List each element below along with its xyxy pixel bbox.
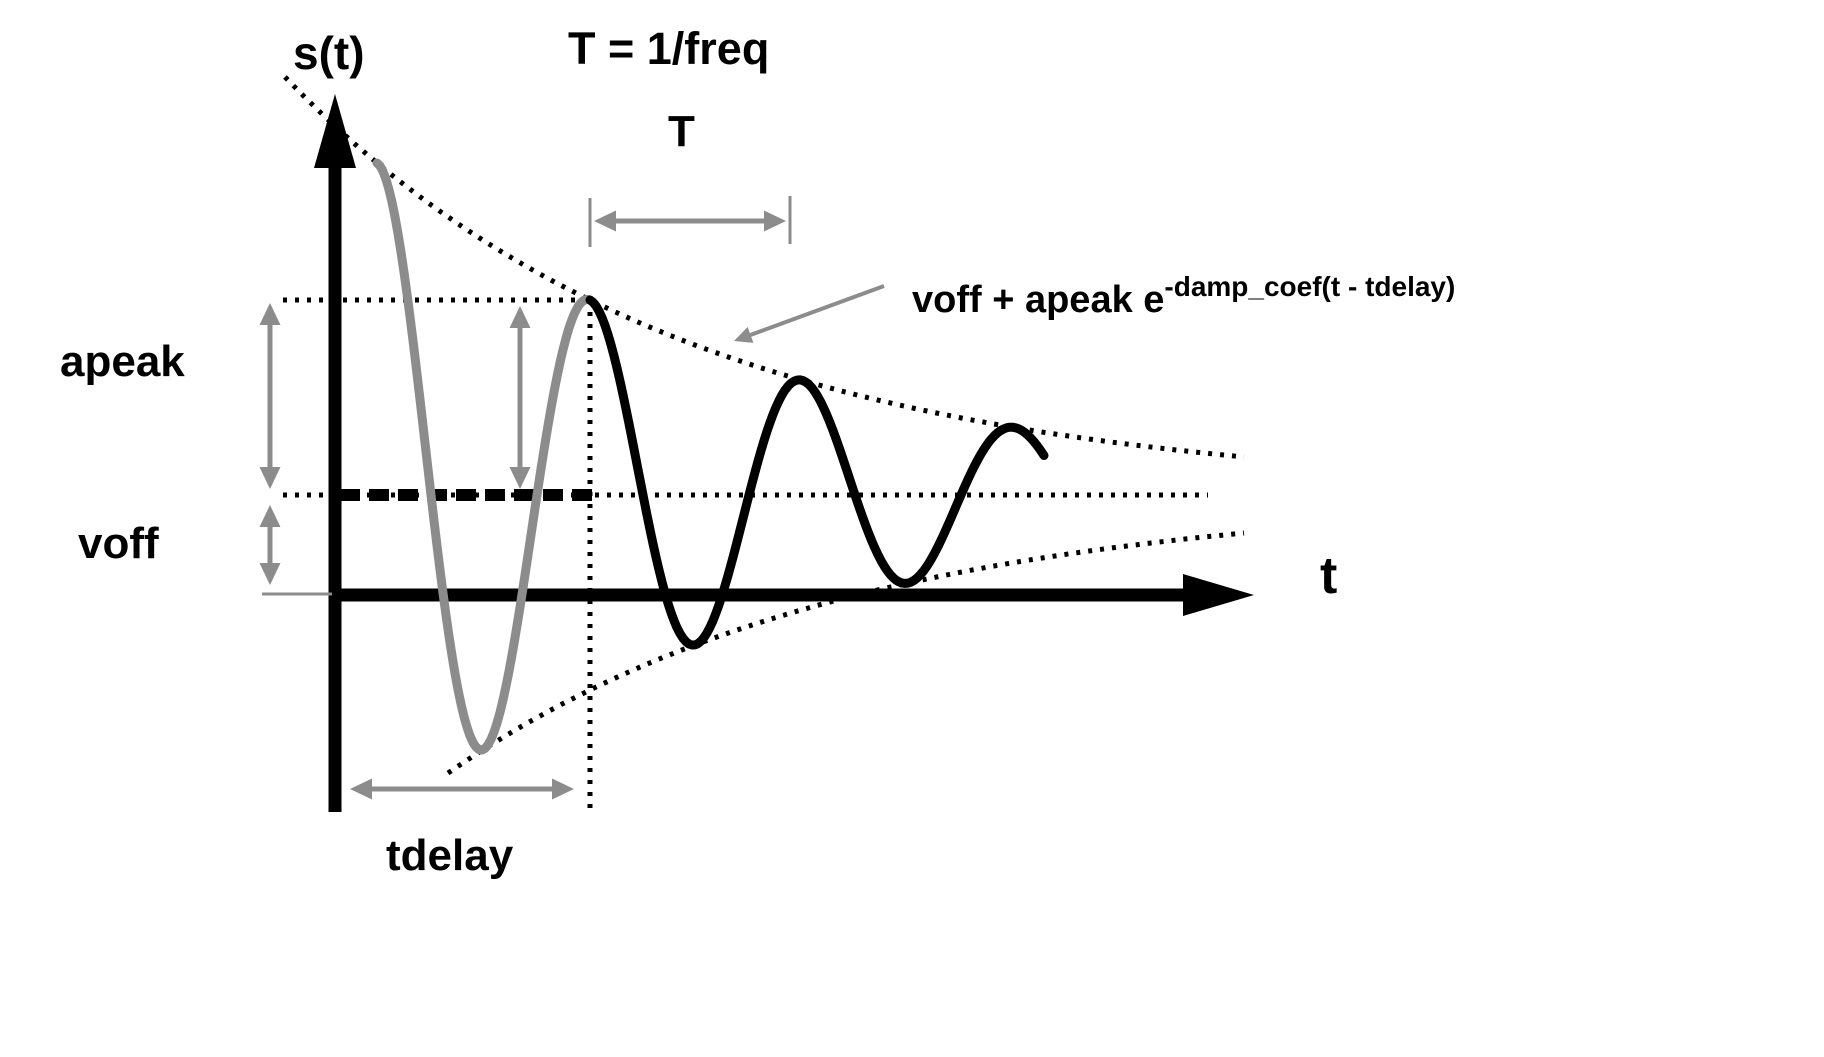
y-axis-label: s(t) [293,27,365,79]
envelope-equation-base: voff + apeak e [912,279,1165,321]
apeak-arrow-mid-head [509,467,531,489]
y-axis-arrowhead [314,94,356,168]
pre-delay-waveform [372,158,595,755]
envelope-equation-exponent: -damp_coef(t - tdelay) [1164,271,1456,302]
tdelay-arrow-head [350,778,372,800]
x-axis-label: t [1320,547,1338,605]
offset-label: voff [78,519,159,568]
envelope-pointer-arrow [747,284,885,338]
voff-arrow-head [259,563,281,585]
period-formula-label: T = 1/freq [568,23,770,74]
delay-label: tdelay [386,831,514,880]
envelope-pointer-arrow-head [734,327,754,343]
period-label: T [668,107,695,156]
amplitude-label: apeak [60,337,185,386]
envelope-equation: voff + apeak e-damp_coef(t - tdelay) [912,273,1455,321]
period-arrow-head [764,210,786,232]
apeak-arrow-mid-head [509,306,531,328]
x-axis-arrowhead [1183,574,1254,616]
tdelay-arrow-head [552,778,574,800]
apeak-arrow-left-head [259,303,281,325]
upper-envelope-dotted [283,75,1245,460]
post-delay-waveform [585,295,1049,650]
voff-arrow-head [259,505,281,527]
period-arrow-head [594,210,616,232]
lower-envelope-dotted [446,530,1245,776]
apeak-arrow-left-head [259,467,281,489]
